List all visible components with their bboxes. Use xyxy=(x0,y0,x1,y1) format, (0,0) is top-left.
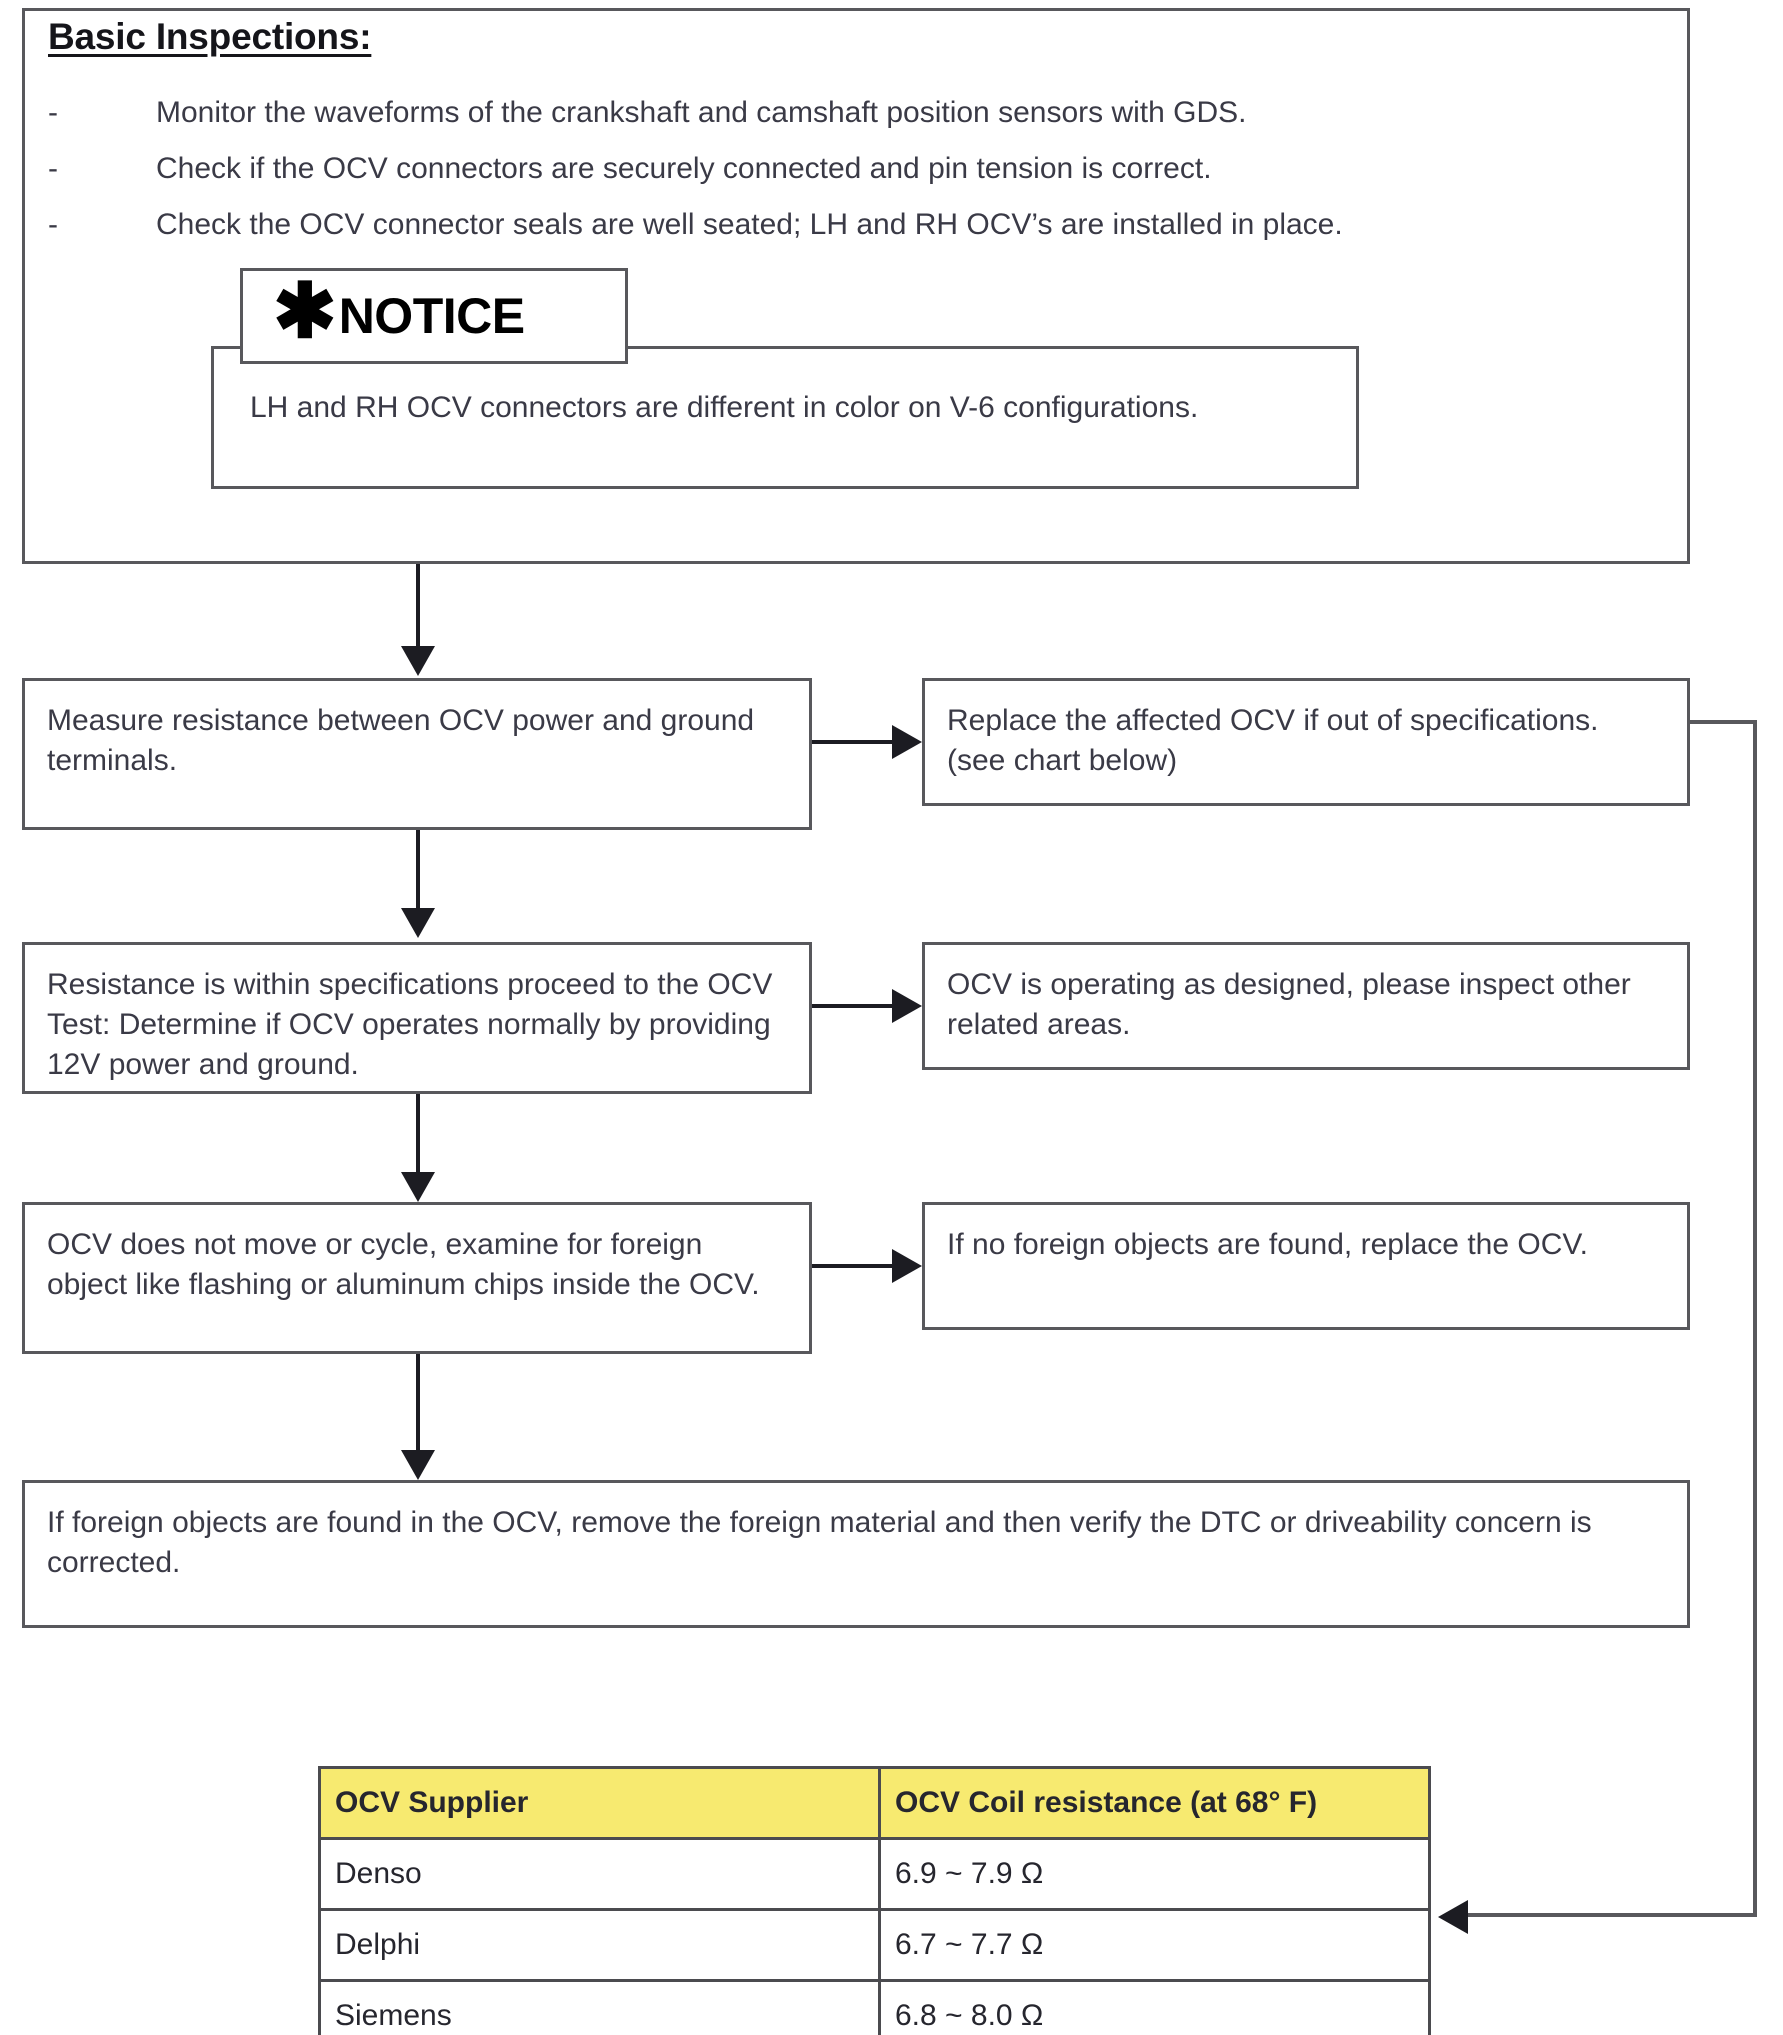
bullet-text: Monitor the waveforms of the crankshaft … xyxy=(156,96,1247,129)
connector-right-rail xyxy=(1753,720,1757,1916)
flow-box-text: Replace the affected OCV if out of speci… xyxy=(947,704,1599,777)
notice-label: NOTICE xyxy=(338,288,525,344)
cell-supplier: Siemens xyxy=(318,1979,881,2035)
inspection-bullet-2: - Check if the OCV connectors are securel… xyxy=(48,152,1638,185)
cell-supplier: Delphi xyxy=(318,1908,881,1982)
flow-box-measure-resistance: Measure resistance between OCV power and… xyxy=(22,678,812,830)
page-title: Basic Inspections: xyxy=(48,16,372,57)
flow-box-remove-foreign-material: If foreign objects are found in the OCV,… xyxy=(22,1480,1690,1628)
bullet-marker: - xyxy=(48,208,58,241)
table-row: Delphi 6.7 ~ 7.7 Ω xyxy=(318,1908,1431,1982)
flow-box-replace-ocv: Replace the affected OCV if out of speci… xyxy=(922,678,1690,806)
cell-resistance: 6.9 ~ 7.9 Ω xyxy=(878,1837,1431,1911)
flow-box-text: OCV does not move or cycle, examine for … xyxy=(47,1228,760,1301)
bullet-text: Check if the OCV connectors are securely… xyxy=(156,152,1212,185)
arrow-left-to-table xyxy=(1438,1900,1468,1934)
arrow-down-to-box1 xyxy=(401,646,435,676)
arrow-right-to-r1 xyxy=(892,725,922,759)
notice-text: LH and RH OCV connectors are different i… xyxy=(250,391,1199,424)
arrow-down-to-box2 xyxy=(401,908,435,938)
flow-box-ocv-operating: OCV is operating as designed, please ins… xyxy=(922,942,1690,1070)
table-header-row: OCV Supplier OCV Coil resistance (at 68°… xyxy=(318,1766,1431,1840)
notice-box: LH and RH OCV connectors are different i… xyxy=(211,346,1359,489)
ocv-spec-table: OCV Supplier OCV Coil resistance (at 68°… xyxy=(318,1766,1431,2035)
inspection-bullet-1: - Monitor the waveforms of the crankshaft… xyxy=(48,96,1638,129)
cell-supplier: Denso xyxy=(318,1837,881,1911)
connector-rail-to-table xyxy=(1468,1913,1757,1917)
bullet-marker: - xyxy=(48,152,58,185)
connector-box3-to-bottom xyxy=(416,1354,420,1450)
bullet-marker: - xyxy=(48,96,58,129)
flow-box-text: Resistance is within specifications proc… xyxy=(47,968,773,1081)
connector-r1-exit xyxy=(1688,720,1757,724)
table-row: Siemens 6.8 ~ 8.0 Ω xyxy=(318,1979,1431,2035)
connector-l2-to-r2 xyxy=(812,1004,896,1008)
connector-top-to-box1 xyxy=(416,564,420,648)
connector-box1-to-box2 xyxy=(416,830,420,908)
flow-box-ocv-not-moving: OCV does not move or cycle, examine for … xyxy=(22,1202,812,1354)
column-header-resistance: OCV Coil resistance (at 68° F) xyxy=(878,1766,1431,1840)
flow-box-no-foreign-objects: If no foreign objects are found, replace… xyxy=(922,1202,1690,1330)
flow-box-resistance-within-spec: Resistance is within specifications proc… xyxy=(22,942,812,1094)
arrow-right-to-r3 xyxy=(892,1249,922,1283)
connector-l3-to-r3 xyxy=(812,1264,896,1268)
flow-box-text: If no foreign objects are found, replace… xyxy=(947,1228,1588,1261)
asterisk-icon: ✱ xyxy=(273,269,337,354)
notice-header: ✱ NOTICE xyxy=(240,268,628,364)
table-row: Denso 6.9 ~ 7.9 Ω xyxy=(318,1837,1431,1911)
flow-box-text: Measure resistance between OCV power and… xyxy=(47,704,755,777)
arrow-down-to-bottom xyxy=(401,1450,435,1480)
cell-resistance: 6.8 ~ 8.0 Ω xyxy=(878,1979,1431,2035)
cell-resistance: 6.7 ~ 7.7 Ω xyxy=(878,1908,1431,1982)
arrow-right-to-r2 xyxy=(892,989,922,1023)
arrow-down-to-box3 xyxy=(401,1172,435,1202)
connector-box2-to-box3 xyxy=(416,1094,420,1172)
column-header-supplier: OCV Supplier xyxy=(318,1766,881,1840)
flow-box-text: If foreign objects are found in the OCV,… xyxy=(47,1506,1592,1579)
bullet-text: Check the OCV connector seals are well s… xyxy=(156,208,1343,241)
connector-l1-to-r1 xyxy=(812,740,896,744)
flow-box-text: OCV is operating as designed, please ins… xyxy=(947,968,1631,1041)
inspection-bullet-3: - Check the OCV connector seals are well … xyxy=(48,208,1638,241)
